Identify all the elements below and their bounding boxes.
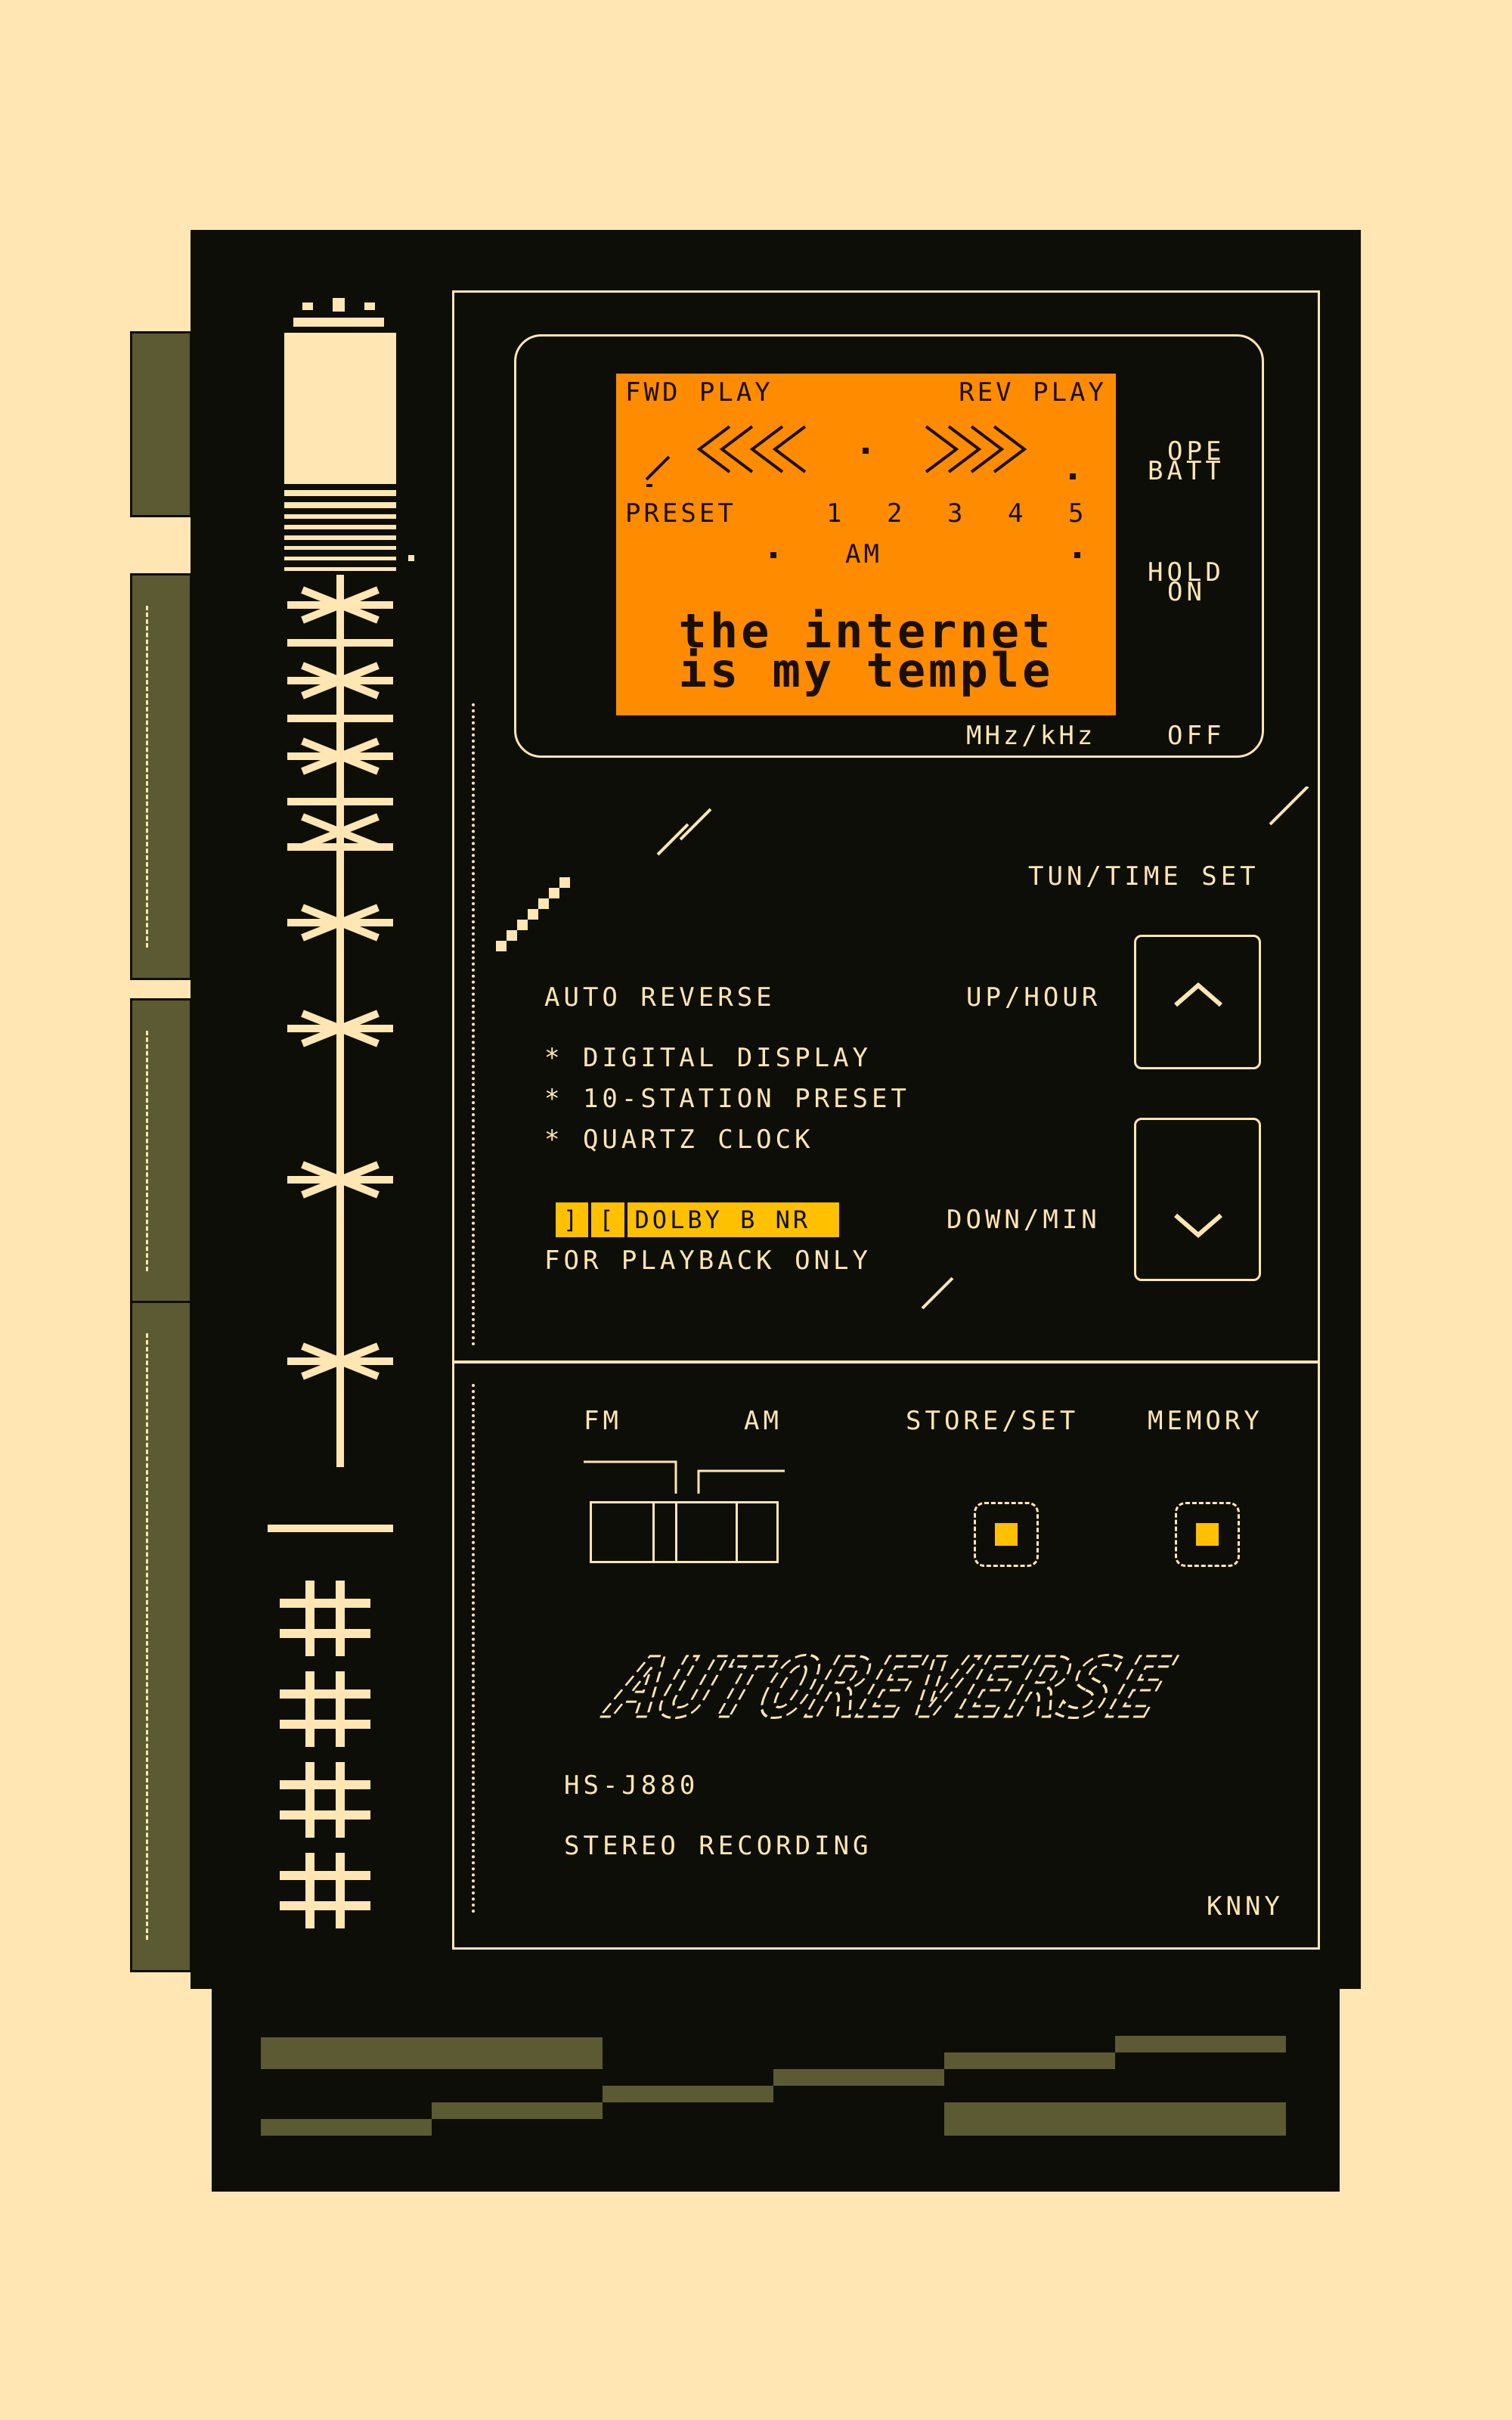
lower-panel (452, 1361, 1320, 1950)
dolby-badge: ] [ DOLBY B NR (556, 1202, 842, 1237)
off-label: OFF (1167, 721, 1225, 751)
band-switch-bracket (584, 1460, 785, 1494)
tagline: STEREO RECORDING (564, 1831, 872, 1861)
display-message-line2: is my temple (678, 643, 1054, 698)
preset-4: 4 (1008, 498, 1027, 529)
feature-quartz-clock: * QUARTZ CLOCK (544, 1125, 814, 1155)
direction-arrows-icon (645, 425, 1076, 487)
memory-label: MEMORY (1148, 1406, 1263, 1436)
display-message-line1: the internet (678, 603, 1054, 659)
svg-text:AUTOREVERSE: AUTOREVERSE (592, 1641, 1184, 1736)
side-tab-upper (130, 573, 192, 980)
store-set-label: STORE/SET (906, 1406, 1080, 1436)
batt-label: BATT (1148, 456, 1225, 486)
chevron-down-icon (1174, 1213, 1222, 1238)
tun-time-set-label: TUN/TIME SET (1028, 861, 1259, 892)
preset-1: 1 (826, 498, 845, 529)
autoreverse-logo: AUTOREVERSE (591, 1641, 1185, 1738)
dolby-label: DOLBY B NR (627, 1202, 840, 1237)
model-number: HS-J880 (564, 1770, 699, 1801)
down-button[interactable] (1134, 1118, 1261, 1281)
side-tab-top (130, 331, 192, 517)
rev-play-label: REV PLAY (959, 377, 1107, 408)
feature-preset: * 10-STATION PRESET (544, 1084, 910, 1114)
band-indicator: AM (845, 539, 882, 569)
fwd-play-label: FWD PLAY (625, 377, 773, 408)
preset-2: 2 (887, 498, 906, 529)
playback-note: FOR PLAYBACK ONLY (544, 1246, 872, 1276)
am-label: AM (744, 1406, 782, 1436)
slash-ornaments (496, 786, 1309, 1310)
band-switch[interactable] (590, 1501, 779, 1563)
slider-dot (408, 555, 414, 561)
chevron-up-icon (1174, 982, 1222, 1007)
side-tab-lower (130, 1301, 192, 1972)
ope-label: OPE (1167, 436, 1225, 467)
cassette-bottom (212, 1989, 1340, 2192)
hold-label: HOLD (1148, 557, 1225, 588)
dolby-mark-right: [ (591, 1202, 624, 1237)
preset-label: PRESET (625, 498, 736, 529)
memory-button[interactable] (1175, 1502, 1240, 1567)
fm-label: FM (584, 1406, 622, 1436)
feature-digital-display: * DIGITAL DISPLAY (544, 1043, 872, 1073)
down-min-label: DOWN/MIN (947, 1205, 1101, 1235)
auto-reverse-label: AUTO REVERSE (544, 982, 776, 1013)
dolby-mark-left: ] (556, 1202, 589, 1237)
preset-3: 3 (947, 498, 966, 529)
store-set-button[interactable] (974, 1502, 1039, 1567)
unit-label: MHz/kHz (966, 721, 1096, 751)
lcd-bezel (514, 334, 1264, 758)
preset-5: 5 (1068, 498, 1087, 529)
on-label: ON (1167, 577, 1206, 607)
up-button[interactable] (1134, 935, 1261, 1069)
slider-ornament (268, 298, 396, 1928)
lcd-display: FWD PLAY REV PLAY PRESET 1 2 3 4 5 AM th… (616, 374, 1116, 715)
side-tab-middle (130, 998, 192, 1304)
up-hour-label: UP/HOUR (966, 982, 1101, 1013)
signature: KNNY (1207, 1891, 1284, 1922)
